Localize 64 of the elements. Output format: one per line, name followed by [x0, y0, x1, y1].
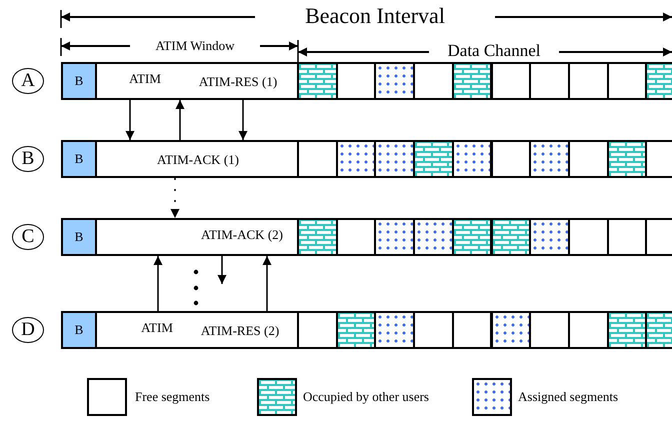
occupied-segment	[606, 311, 648, 349]
assigned-segment	[413, 218, 454, 256]
assigned-segment	[452, 140, 492, 178]
occupied-segment	[452, 62, 492, 100]
free-segment	[336, 62, 376, 100]
beacon-box: B	[61, 62, 97, 100]
assigned-segment	[336, 140, 376, 178]
message-label: ATIM	[129, 71, 161, 87]
arrow	[126, 100, 134, 140]
message-label: ATIM-RES (1)	[198, 74, 278, 90]
free-segment	[529, 62, 570, 100]
beacon-box: B	[61, 218, 97, 256]
assigned-segment	[374, 218, 416, 256]
free-segment	[568, 140, 609, 178]
beacon-box: B	[61, 140, 97, 178]
row-label-circle: A	[12, 68, 44, 94]
assigned-segment	[374, 140, 416, 178]
free-segment	[297, 140, 338, 178]
occupied-segment	[336, 311, 376, 349]
free-segment	[452, 311, 492, 349]
legend-label: Occupied by other users	[303, 389, 429, 405]
arrow	[154, 256, 162, 311]
atim-window-box	[95, 311, 299, 349]
message-label: ATIM	[141, 320, 173, 336]
assigned-segment	[490, 311, 532, 349]
message-label: ATIM-ACK (1)	[157, 152, 239, 168]
arrow	[238, 100, 248, 140]
legend-label: Assigned segments	[518, 389, 618, 405]
message-label: ATIM-RES (2)	[200, 323, 280, 339]
message-label: ATIM-ACK (2)	[201, 227, 283, 243]
occupied-segment	[413, 140, 454, 178]
free-segment	[568, 62, 609, 100]
free-segment	[490, 62, 532, 100]
row-label-circle: B	[12, 146, 44, 172]
legend-label: Free segments	[135, 389, 210, 405]
free-segment	[606, 218, 648, 256]
free-segment	[297, 311, 338, 349]
free-segment	[413, 62, 454, 100]
free-segment	[336, 218, 376, 256]
assigned-segment	[529, 218, 570, 256]
occupied-segment	[606, 140, 648, 178]
free-segment	[606, 62, 648, 100]
atim-window-box	[95, 218, 299, 256]
assigned-segment	[529, 140, 570, 178]
free-segment	[529, 311, 570, 349]
free-segment	[490, 140, 532, 178]
occupied-segment	[490, 218, 532, 256]
occupied-segment	[297, 62, 338, 100]
row-label-circle: D	[12, 317, 44, 343]
free-segment	[568, 311, 609, 349]
arrow	[170, 178, 180, 218]
arrow	[262, 256, 272, 311]
arrow	[176, 100, 184, 140]
arrow	[218, 256, 226, 284]
assigned-segment	[374, 311, 416, 349]
free-segment	[568, 218, 609, 256]
occupied-segment	[297, 218, 338, 256]
occupied-segment	[452, 218, 492, 256]
atim-window-box	[95, 140, 299, 178]
assigned-segment	[374, 62, 416, 100]
atim-window-box	[95, 62, 299, 100]
beacon-box: B	[61, 311, 97, 349]
row-label-circle: C	[12, 224, 44, 250]
free-segment	[413, 311, 454, 349]
